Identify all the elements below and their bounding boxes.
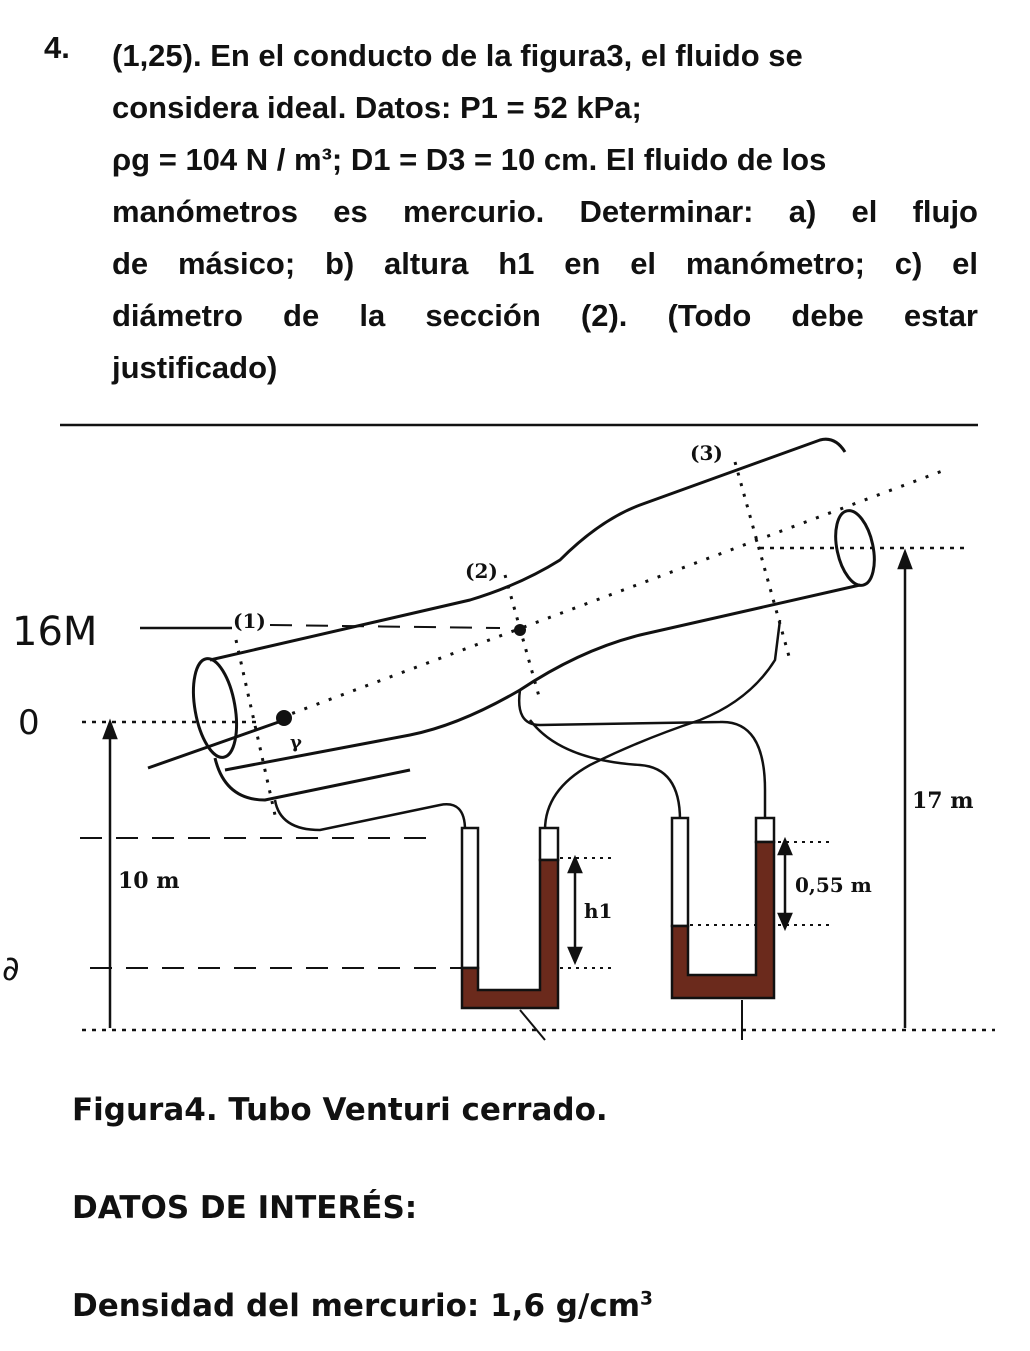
point-dot (276, 710, 292, 726)
problem-number: 4. (44, 30, 70, 65)
label-10m: 10 m (118, 868, 180, 894)
problem-line: (1,25). En el conducto de la figura3, el… (112, 38, 803, 73)
label-055: 0,55 m (795, 873, 872, 897)
problem-line: considera ideal. Datos: P1 = 52 kPa; (112, 90, 642, 125)
tube-4 (529, 719, 682, 821)
level-line-16m-dash (269, 624, 501, 629)
problem-line: manómetros es mercurio. Determinar: a) e… (112, 194, 978, 229)
density-line: Densidad del mercurio: 1,6 g/cm3 (72, 1288, 653, 1324)
density-text: Densidad del mercurio: 1,6 g/cm (72, 1288, 640, 1324)
datos-title: DATOS DE INTERÉS: (72, 1190, 418, 1226)
reference-line (147, 716, 291, 770)
label-h1: h1 (584, 899, 612, 923)
section-1-line (234, 639, 277, 816)
problem-line: ρg = 104 N / m³; D1 = D3 = 10 cm. El flu… (112, 142, 827, 177)
tube-1 (273, 799, 467, 832)
problem-line: de másico; b) altura h1 en el manómetro;… (112, 246, 978, 281)
label-section-3: (3) (690, 441, 723, 465)
dim-h1-arrow-down (567, 946, 583, 966)
dim-10m-arrow (102, 718, 118, 740)
dim-h1-arrow-up (567, 854, 583, 874)
handwritten-zero: 0 (18, 703, 40, 743)
venturi-figure: (1) (2) (3) γ 10 m 17 m h1 0,55 m 16M 0 … (2, 423, 995, 1041)
label-17m: 17 m (912, 788, 974, 814)
problem-line: diámetro de la sección (2). (Todo debe e… (112, 298, 978, 333)
handwritten-16m: 16M (12, 609, 97, 655)
figure-caption: Figura4. Tubo Venturi cerrado. (72, 1092, 608, 1128)
manometer-1 (460, 826, 560, 1041)
label-point: γ (290, 732, 302, 753)
tube-2 (543, 619, 782, 831)
tube-3 (517, 689, 767, 820)
dim-055-arrow-down (777, 912, 793, 932)
section-2-line (503, 574, 542, 701)
handwritten-bottom: ∂ (2, 949, 20, 989)
label-section-2: (2) (465, 559, 498, 583)
dim-17m-arrow (897, 548, 913, 570)
section-3-line (733, 461, 792, 661)
dim-055-arrow-up (777, 836, 793, 856)
density-exponent: 3 (640, 1288, 653, 1310)
problem-line: justificado) (112, 350, 278, 385)
centerline (279, 468, 946, 720)
manometer-2 (670, 816, 776, 1040)
label-section-1: (1) (233, 609, 266, 633)
problem-text: (1,25). En el conducto de la figura3, el… (112, 30, 978, 394)
